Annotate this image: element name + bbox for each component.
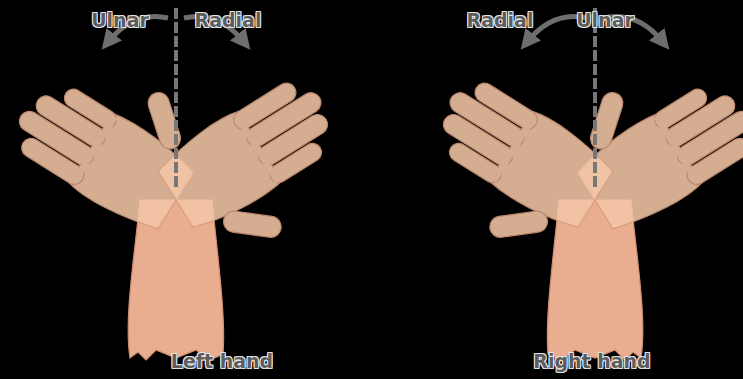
hand-label: Left hand xyxy=(171,350,273,372)
right-hand-illustration xyxy=(399,8,743,360)
left-hand-illustration xyxy=(3,8,372,360)
hand-label: Right hand xyxy=(533,350,650,372)
direction-label: Radial xyxy=(195,9,262,31)
direction-label: Radial xyxy=(467,9,534,31)
direction-label: Ulnar xyxy=(91,9,149,31)
direction-label: Ulnar xyxy=(576,9,634,31)
